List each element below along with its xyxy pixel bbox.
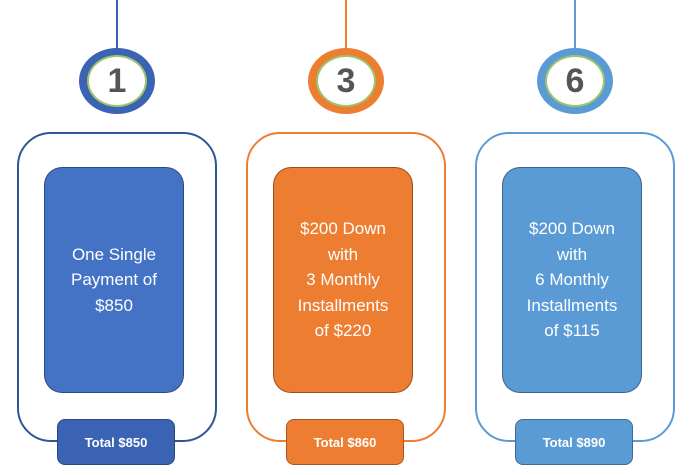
plan-three-installments: 3 $200 Down with 3 Monthly Installments …: [246, 0, 446, 475]
plan-number: 3: [316, 55, 376, 107]
plan-description: $200 Down with 3 Monthly Installments of…: [297, 219, 389, 341]
plan-number-badge: 6: [537, 48, 613, 114]
plan-total-label: Total $860: [286, 419, 404, 465]
plan-description: One Single Payment of $850: [71, 244, 157, 315]
plan-description: $200 Down with 6 Monthly Installments of…: [526, 219, 618, 341]
plan-number: 1: [87, 55, 147, 107]
plan-total-label: Total $850: [57, 419, 175, 465]
plan-description-box: One Single Payment of $850: [44, 167, 184, 393]
connector-line: [574, 0, 576, 50]
plan-single-payment: 1 One Single Payment of $850 Total $850: [17, 0, 217, 475]
plan-description-box: $200 Down with 6 Monthly Installments of…: [502, 167, 642, 393]
connector-line: [116, 0, 118, 50]
plan-number: 6: [545, 55, 605, 107]
plan-number-badge: 1: [79, 48, 155, 114]
plan-number-badge: 3: [308, 48, 384, 114]
plan-total-label: Total $890: [515, 419, 633, 465]
plan-six-installments: 6 $200 Down with 6 Monthly Installments …: [475, 0, 675, 475]
connector-line: [345, 0, 347, 50]
plan-description-box: $200 Down with 3 Monthly Installments of…: [273, 167, 413, 393]
